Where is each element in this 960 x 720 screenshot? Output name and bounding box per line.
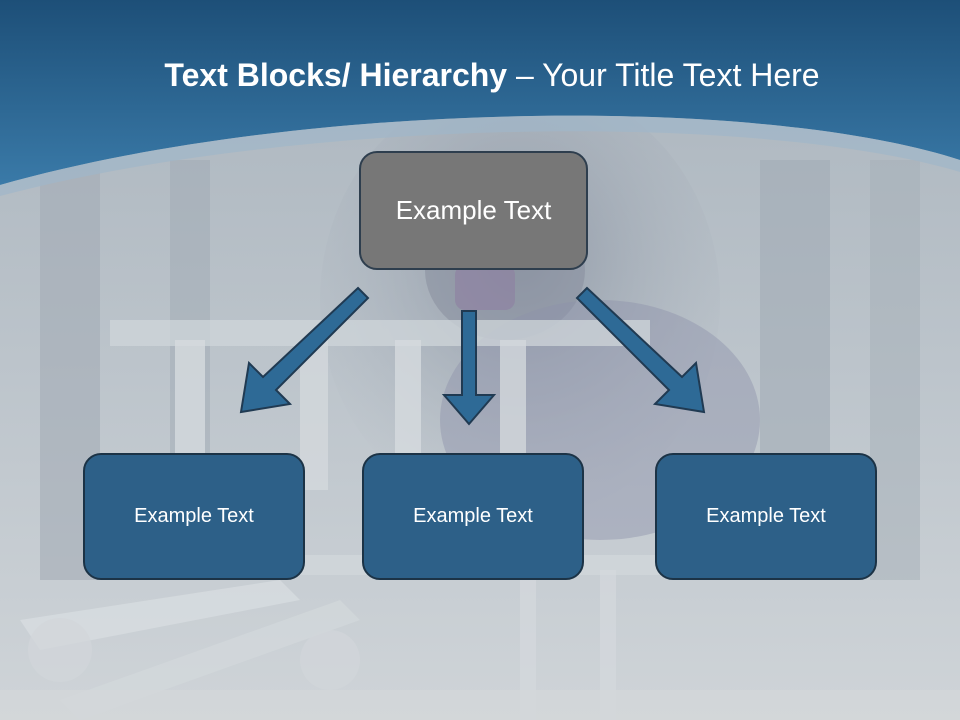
title-regular-part: Your Title Text Here [542,57,820,93]
child-text-block-right[interactable]: Example Text [655,453,877,580]
top-text-block-label: Example Text [395,195,552,225]
arrow-middle [441,310,497,426]
arrow-right [575,286,706,414]
child-text-block-left[interactable]: Example Text [83,453,305,580]
title-bold-part: Text Blocks/ Hierarchy [164,57,508,93]
arrow-left [239,286,370,414]
title-separator: – [507,57,543,93]
slide-title: Text Blocks/ Hierarchy – Your Title Text… [0,52,960,98]
child-text-block-middle[interactable]: Example Text [362,453,584,580]
child-text-block-label: Example Text [706,505,826,527]
child-text-block-label: Example Text [134,505,254,527]
header-band [0,0,960,196]
child-text-block-label: Example Text [413,505,533,527]
top-text-block[interactable]: Example Text [359,151,588,270]
